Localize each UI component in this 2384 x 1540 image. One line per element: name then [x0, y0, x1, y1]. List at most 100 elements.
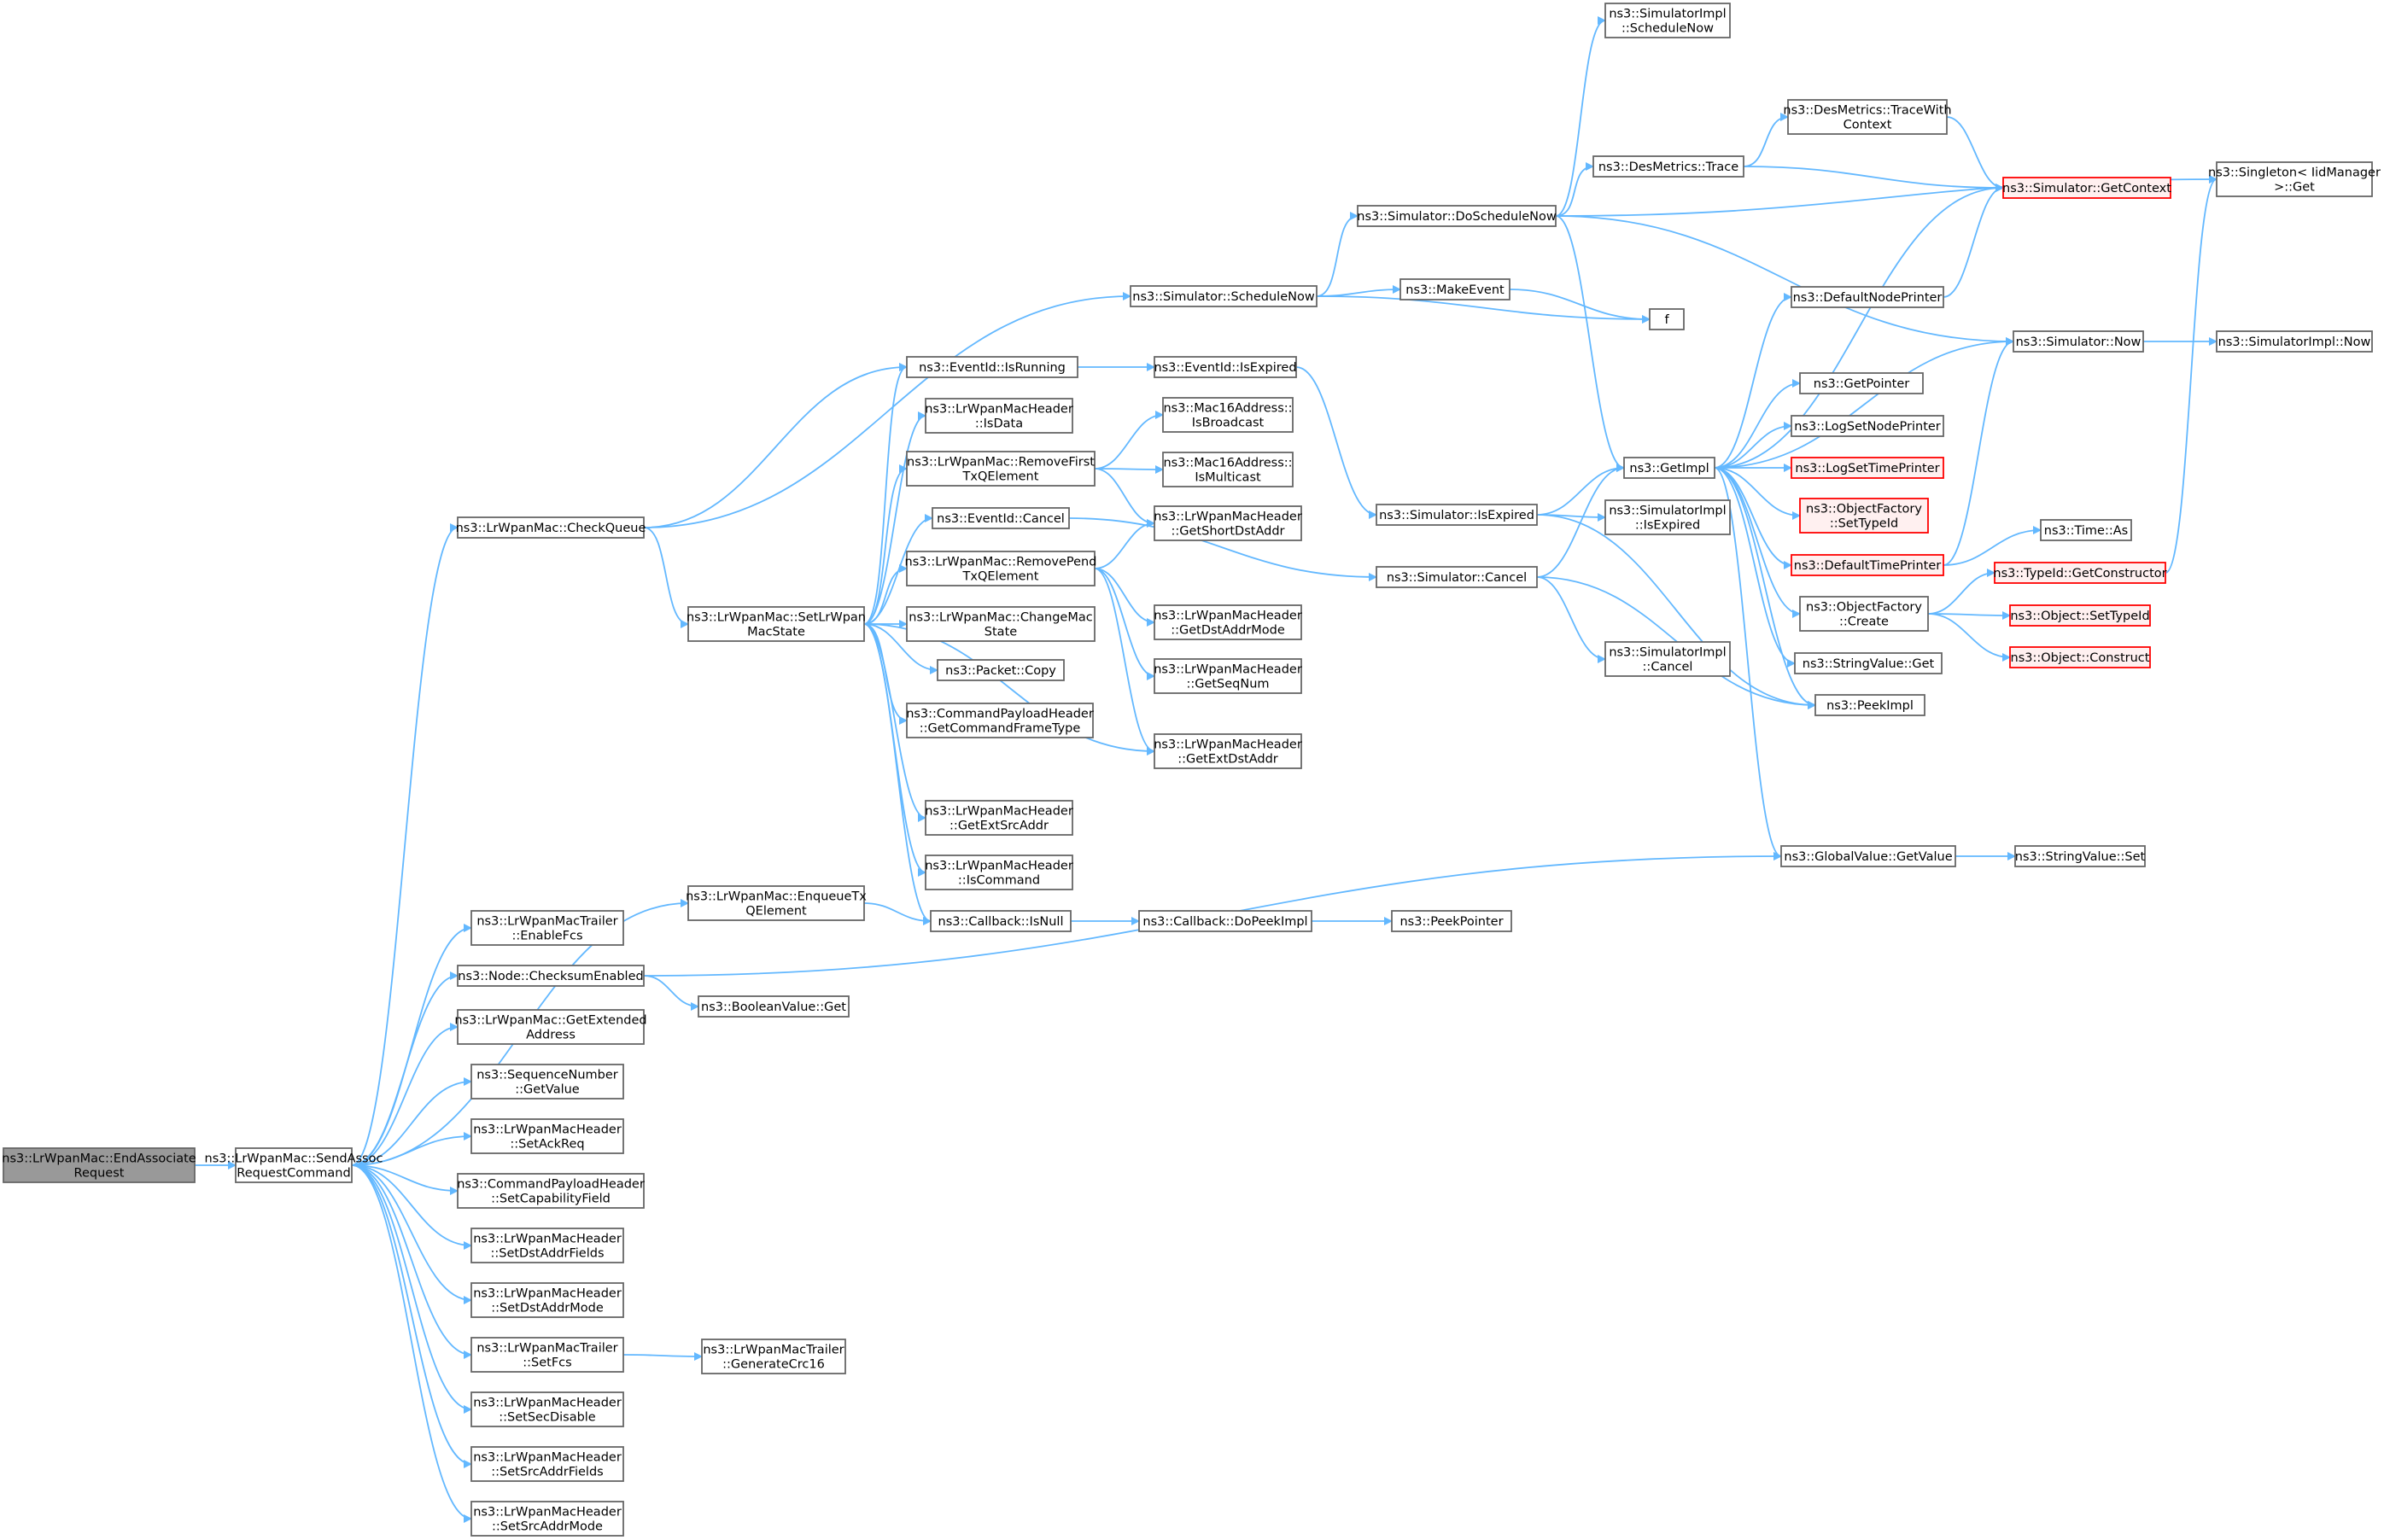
node-label: ns3::LrWpanMacHeader	[473, 1287, 622, 1301]
node-stringvalue-get[interactable]: ns3::StringValue::Get	[1794, 652, 1943, 674]
node-box	[698, 995, 850, 1018]
node-eventid-is-running[interactable]: ns3::EventId::IsRunning	[906, 356, 1078, 378]
node-hdr-set-dst-addr-fields[interactable]: ns3::LrWpanMacHeader::SetDstAddrFields	[470, 1228, 624, 1263]
node-f[interactable]: f	[1649, 308, 1685, 330]
node-typeid-get-constructor[interactable]: ns3::TypeId::GetConstructor	[1993, 562, 2167, 584]
node-hdr-get-dst-addr-mode[interactable]: ns3::LrWpanMacHeader::GetDstAddrMode	[1154, 604, 1302, 640]
node-mac16-is-broadcast[interactable]: ns3::Mac16Address::IsBroadcast	[1162, 397, 1294, 433]
node-label: IsBroadcast	[1192, 417, 1265, 430]
node-label: State	[985, 626, 1017, 639]
node-box	[470, 1501, 624, 1537]
node-sim-do-schedule-now[interactable]: ns3::Simulator::DoScheduleNow	[1357, 205, 1557, 227]
call-edge-sim_do_schedule_now-to-desmetrics_trace	[1555, 162, 1594, 217]
node-simimpl-schedule-now[interactable]: ns3::SimulatorImpl::ScheduleNow	[1604, 3, 1731, 38]
call-edge-sim_cancel-to-peek_impl	[1536, 576, 1816, 709]
node-seq-get-value[interactable]: ns3::SequenceNumber::GetValue	[470, 1064, 624, 1100]
node-boolean-get[interactable]: ns3::BooleanValue::Get	[698, 995, 850, 1018]
node-get-pointer[interactable]: ns3::GetPointer	[1799, 372, 1924, 394]
node-label: RequestCommand	[237, 1167, 350, 1181]
node-hdr-set-sec-disable[interactable]: ns3::LrWpanMacHeader::SetSecDisable	[470, 1391, 624, 1427]
node-hdr-set-ack-req[interactable]: ns3::LrWpanMacHeader::SetAckReq	[470, 1118, 624, 1154]
call-edge-send_assoc-to-hdr_set_sec_disable	[351, 1164, 472, 1414]
node-cmd-get-frame-type[interactable]: ns3::CommandPayloadHeader::GetCommandFra…	[906, 703, 1094, 738]
node-eventid-cancel[interactable]: ns3::EventId::Cancel	[932, 507, 1070, 529]
node-objfactory-create[interactable]: ns3::ObjectFactory::Create	[1799, 596, 1929, 632]
node-box	[2002, 177, 2171, 199]
node-time-as[interactable]: ns3::Time::As	[2040, 519, 2132, 541]
node-packet-copy[interactable]: ns3::Packet::Copy	[937, 659, 1065, 681]
node-node-checksum[interactable]: ns3::Node::ChecksumEnabled	[457, 965, 645, 987]
call-edge-desmetrics_trace_ctx-to-sim_get_context	[1946, 116, 2004, 192]
node-mac16-is-multicast[interactable]: ns3::Mac16Address::IsMulticast	[1162, 452, 1294, 487]
node-peek-pointer[interactable]: ns3::PeekPointer	[1391, 910, 1512, 932]
node-sim-now[interactable]: ns3::Simulator::Now	[2013, 330, 2144, 353]
node-label: ns3::ObjectFactory	[1806, 503, 1922, 516]
node-objfactory-set-typeid[interactable]: ns3::ObjectFactory::SetTypeId	[1799, 498, 1929, 534]
node-sim-cancel[interactable]: ns3::Simulator::Cancel	[1376, 566, 1538, 588]
node-sim-schedule-now[interactable]: ns3::Simulator::ScheduleNow	[1130, 285, 1318, 307]
node-object-set-typeid[interactable]: ns3::Object::SetTypeId	[2009, 604, 2151, 627]
node-hdr-is-data[interactable]: ns3::LrWpanMacHeader::IsData	[925, 398, 1073, 434]
node-simimpl-cancel[interactable]: ns3::SimulatorImpl::Cancel	[1604, 641, 1731, 677]
node-make-event[interactable]: ns3::MakeEvent	[1399, 278, 1510, 300]
node-callback-do-peek[interactable]: ns3::Callback::DoPeekImpl	[1138, 910, 1312, 932]
node-check-queue[interactable]: ns3::LrWpanMac::CheckQueue	[456, 516, 646, 539]
call-edge-send_assoc-to-check_queue	[351, 523, 459, 1166]
node-hdr-set-dst-addr-mode[interactable]: ns3::LrWpanMacHeader::SetDstAddrMode	[470, 1282, 624, 1318]
call-edge-sim_do_schedule_now-to-get_impl	[1555, 215, 1625, 472]
node-default-node-printer[interactable]: ns3::DefaultNodePrinter	[1791, 286, 1944, 308]
call-edge-trailer_set_fcs-to-trailer_gen_crc	[622, 1351, 703, 1361]
node-label: >::Get	[2274, 181, 2315, 195]
node-object-construct[interactable]: ns3::Object::Construct	[2009, 646, 2151, 668]
node-hdr-get-short-dst[interactable]: ns3::LrWpanMacHeader::GetShortDstAddr	[1154, 505, 1302, 541]
node-default-time-printer[interactable]: ns3::DefaultTimePrinter	[1791, 554, 1944, 576]
node-hdr-get-ext-dst[interactable]: ns3::LrWpanMacHeader::GetExtDstAddr	[1154, 733, 1302, 769]
node-box	[925, 855, 1073, 890]
node-box	[470, 1391, 624, 1427]
node-box	[457, 516, 645, 539]
node-hdr-get-seq-num[interactable]: ns3::LrWpanMacHeader::GetSeqNum	[1154, 658, 1302, 694]
node-label: ns3::SimulatorImpl	[1609, 505, 1726, 518]
node-simimpl-is-expired[interactable]: ns3::SimulatorImpl::IsExpired	[1604, 499, 1731, 535]
node-get-impl[interactable]: ns3::GetImpl	[1623, 457, 1715, 479]
node-log-set-node-printer[interactable]: ns3::LogSetNodePrinter	[1791, 415, 1944, 437]
node-hdr-set-src-addr-mode[interactable]: ns3::LrWpanMacHeader::SetSrcAddrMode	[470, 1501, 624, 1537]
node-hdr-set-src-addr-fields[interactable]: ns3::LrWpanMacHeader::SetSrcAddrFields	[470, 1446, 624, 1482]
node-label: ::SetAckReq	[510, 1138, 584, 1152]
node-label: ns3::EventId::IsRunning	[919, 361, 1066, 375]
node-hdr-get-ext-src-addr[interactable]: ns3::LrWpanMacHeader::GetExtSrcAddr	[925, 800, 1073, 836]
node-singleton-get[interactable]: ns3::Singleton< IidManager>::Get	[2208, 161, 2381, 197]
node-cmd-set-capability[interactable]: ns3::CommandPayloadHeader::SetCapability…	[457, 1173, 645, 1209]
node-hdr-is-command[interactable]: ns3::LrWpanMacHeader::IsCommand	[925, 855, 1073, 890]
node-stringvalue-set[interactable]: ns3::StringValue::Set	[2014, 845, 2146, 867]
node-trailer-set-fcs[interactable]: ns3::LrWpanMacTrailer::SetFcs	[470, 1337, 624, 1373]
node-box	[906, 703, 1094, 738]
node-label: ns3::LrWpanMacHeader	[473, 1451, 622, 1465]
node-simimpl-now[interactable]: ns3::SimulatorImpl::Now	[2216, 330, 2373, 353]
node-sim-get-context[interactable]: ns3::Simulator::GetContext	[2002, 177, 2171, 199]
node-callback-is-null[interactable]: ns3::Callback::IsNull	[930, 910, 1072, 932]
node-sim-is-expired[interactable]: ns3::Simulator::IsExpired	[1376, 504, 1538, 526]
call-edge-sim_schedule_now-to-f	[1316, 295, 1651, 324]
node-globalvalue-get[interactable]: ns3::GlobalValue::GetValue	[1780, 845, 1956, 867]
call-edge-sim_cancel-to-simimpl_cancel	[1536, 576, 1606, 663]
node-trailer-enable-fcs[interactable]: ns3::LrWpanMacTrailer::EnableFcs	[470, 910, 624, 946]
node-box	[470, 1228, 624, 1263]
node-trailer-gen-crc[interactable]: ns3::LrWpanMacTrailer::GenerateCrc16	[701, 1339, 846, 1374]
node-desmetrics-trace[interactable]: ns3::DesMetrics::Trace	[1592, 155, 1744, 178]
node-label: ns3::Object::Construct	[2011, 651, 2150, 665]
node-log-set-time-printer[interactable]: ns3::LogSetTimePrinter	[1791, 457, 1944, 479]
node-peek-impl[interactable]: ns3::PeekImpl	[1814, 694, 1925, 716]
node-label: TxQElement	[962, 570, 1039, 584]
node-eventid-is-expired[interactable]: ns3::EventId::IsExpired	[1154, 356, 1297, 378]
node-box	[701, 1339, 846, 1374]
